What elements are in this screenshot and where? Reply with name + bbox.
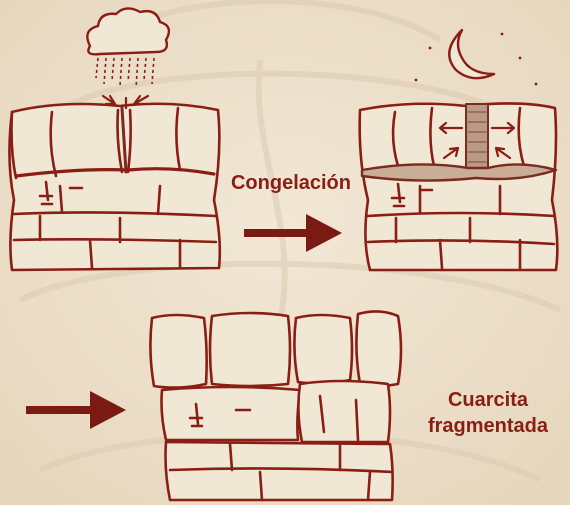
rock-block xyxy=(355,310,403,388)
result-label-line2: fragmentada xyxy=(427,415,549,437)
freezing-panel xyxy=(358,102,559,272)
rock-outline xyxy=(8,102,222,272)
arrow-right-icon xyxy=(26,391,126,429)
rock-top-block xyxy=(10,106,182,180)
fragmented-quartzite-label: Cuarcita fragmentada xyxy=(418,387,558,439)
rock-block xyxy=(149,313,208,389)
crescent-moon-icon xyxy=(414,28,538,86)
rock-block xyxy=(208,311,292,388)
rain-panel xyxy=(8,94,222,272)
vertical-crack xyxy=(120,106,128,174)
horizontal-crack xyxy=(14,167,216,178)
rock-block xyxy=(293,313,354,385)
horizontal-ice-crack xyxy=(360,163,558,182)
arrow-right-icon xyxy=(244,214,342,252)
result-panel xyxy=(149,310,403,502)
rain-cloud-icon xyxy=(86,7,171,89)
freezing-label: Congelación xyxy=(230,172,351,194)
result-label-line1: Cuarcita xyxy=(447,389,529,411)
